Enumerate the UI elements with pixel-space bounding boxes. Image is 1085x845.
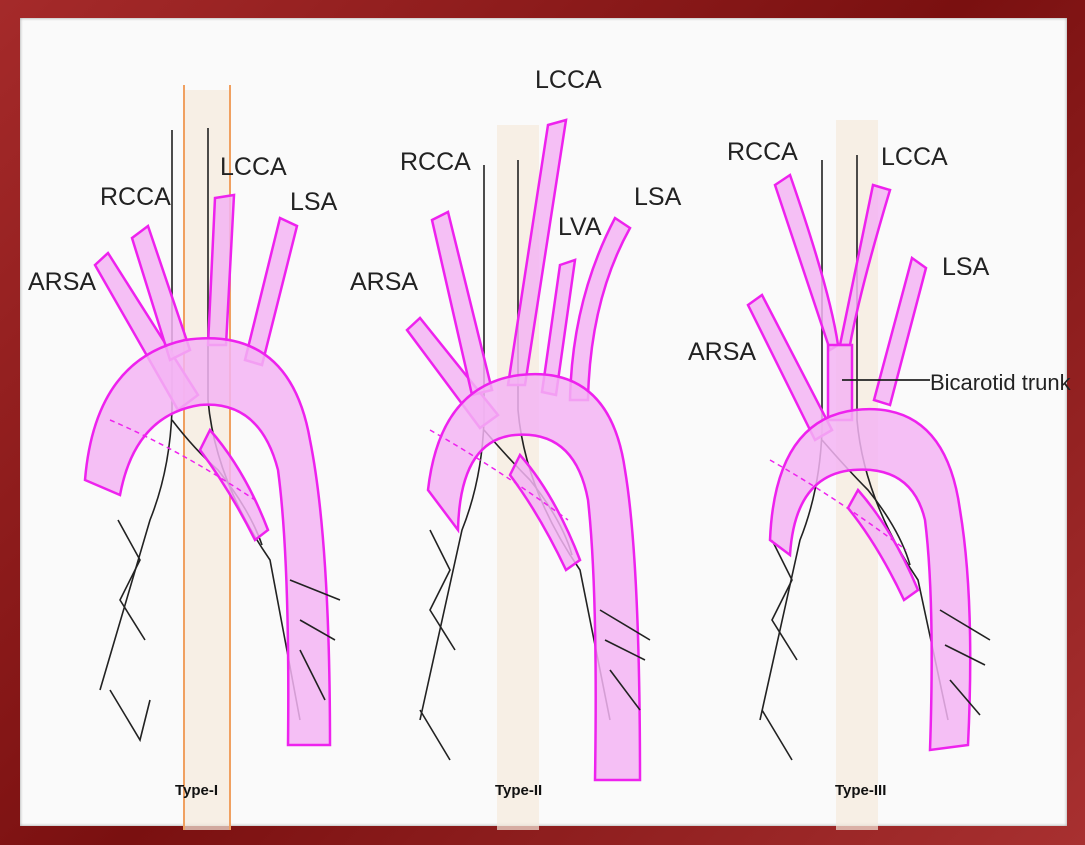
bronchus-branches-left (420, 530, 455, 760)
caption-type-2: Type-II (495, 782, 542, 799)
label-lcca-1: LCCA (220, 153, 287, 181)
panel-type-2: LCCA RCCA LVA LSA ARSA Type-II (350, 66, 682, 830)
rcca-vessel (775, 175, 838, 350)
bicarotid-trunk-vessel (828, 345, 852, 420)
caption-type-3: Type-III (835, 782, 886, 799)
label-lsa-1: LSA (290, 188, 338, 216)
lsa-vessel (245, 218, 297, 365)
panel-type-1: RCCA LCCA LSA ARSA Type-I (28, 85, 340, 830)
label-arsa-2: ARSA (350, 268, 418, 296)
label-arsa-3: ARSA (688, 338, 756, 366)
lsa-vessel (570, 218, 630, 400)
panel-type-3: RCCA LCCA LSA ARSA Bicarotid trunk Type-… (688, 120, 1072, 830)
label-lcca-2: LCCA (535, 66, 602, 94)
label-arsa-1: ARSA (28, 268, 96, 296)
label-lsa-3: LSA (942, 253, 990, 281)
label-lva-2: LVA (558, 213, 602, 241)
label-lsa-2: LSA (634, 183, 682, 211)
bronchus-branches-left (110, 520, 150, 740)
label-rcca-1: RCCA (100, 183, 171, 211)
label-lcca-3: LCCA (881, 143, 948, 171)
label-rcca-3: RCCA (727, 138, 798, 166)
caption-type-1: Type-I (175, 782, 218, 799)
bronchus-branches-left (762, 540, 797, 760)
label-bicarotid-trunk: Bicarotid trunk (930, 370, 1072, 395)
label-rcca-2: RCCA (400, 148, 471, 176)
lsa-vessel (874, 258, 926, 405)
